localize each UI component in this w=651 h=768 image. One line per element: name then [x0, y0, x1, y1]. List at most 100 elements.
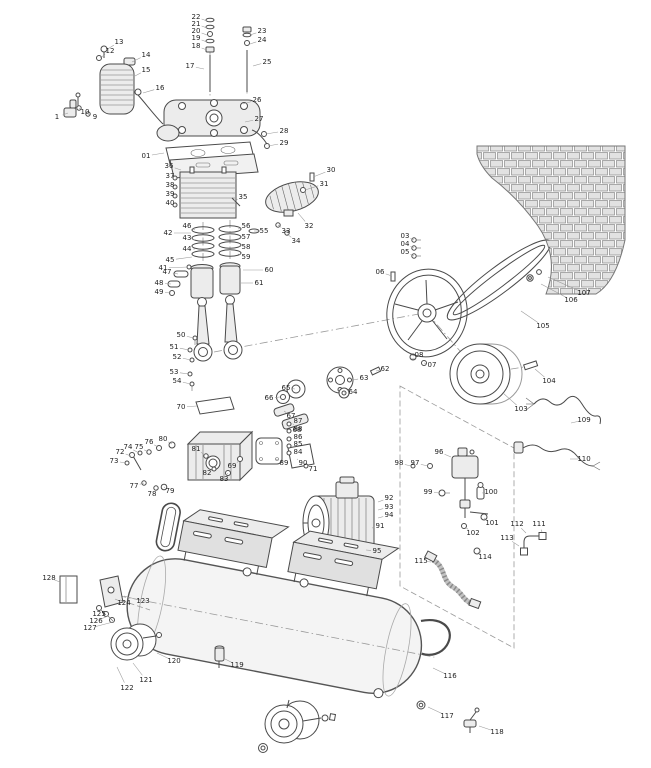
part-label-49: 49: [155, 288, 164, 296]
leader-line-99: [433, 492, 441, 494]
part-label-84: 84: [294, 448, 303, 456]
breather-tube: [231, 197, 241, 207]
leader-line-10: [78, 107, 81, 109]
part-label-111: 111: [532, 520, 545, 528]
part-label-50: 50: [177, 331, 186, 339]
part-label-18: 18: [192, 42, 201, 50]
part-label-123: 123: [136, 597, 149, 605]
drive-flange: [326, 366, 382, 399]
part-label-73: 73: [110, 457, 119, 465]
leader-line-72: [125, 453, 132, 457]
cover-gasket: [287, 443, 315, 469]
part-label-67: 67: [287, 412, 296, 420]
leader-line-03: [410, 238, 415, 241]
part-label-32: 32: [305, 222, 314, 230]
leader-line-19: [201, 39, 208, 43]
leader-line-68: [292, 423, 294, 426]
rod-hardware: [187, 335, 198, 391]
cylinder-block: [172, 166, 241, 219]
part-label-19: 19: [192, 34, 201, 42]
part-label-55: 55: [260, 227, 269, 235]
part-label-126: 126: [89, 617, 103, 625]
part-label-107: 107: [577, 289, 590, 297]
connecting-rod-left: [193, 297, 213, 362]
part-label-119: 119: [230, 661, 243, 669]
shaft-key: [369, 366, 382, 376]
breather-elbow: [237, 456, 243, 462]
dipstick: [132, 455, 142, 471]
part-label-64: 64: [349, 388, 358, 396]
leader-line-54: [182, 381, 192, 385]
leader-line-111: [540, 529, 543, 533]
leader-line-20: [201, 32, 208, 36]
part-label-91: 91: [376, 522, 385, 530]
part-label-54: 54: [173, 377, 182, 385]
part-label-88: 88: [294, 425, 303, 433]
part-label-47: 47: [163, 268, 172, 276]
part-label-29: 29: [280, 139, 289, 147]
drain-plug: [416, 700, 426, 710]
part-label-110: 110: [577, 455, 590, 463]
leader-line-26: [242, 101, 252, 105]
part-label-93: 93: [385, 503, 394, 511]
part-label-20: 20: [192, 27, 201, 35]
part-label-66: 66: [265, 394, 274, 402]
leader-line-116: [432, 667, 445, 674]
leader-line-90: [296, 458, 299, 460]
leader-line-13: [105, 44, 115, 51]
leader-line-69: [236, 460, 240, 463]
air-tank: [118, 502, 451, 699]
leader-line-87: [289, 422, 293, 425]
braided-hose: [424, 550, 482, 610]
part-label-86: 86: [294, 433, 303, 441]
leader-line-74: [133, 449, 140, 454]
cooler-outlet: [134, 88, 142, 96]
wheel-center: [258, 699, 337, 753]
leader-line-24: [249, 41, 257, 45]
head-fitting: [261, 131, 267, 137]
part-label-01: 01: [142, 152, 151, 160]
part-label-05: 05: [401, 248, 410, 256]
part-label-103: 103: [514, 405, 527, 413]
air-filter-silencer: [265, 172, 319, 236]
part-label-25: 25: [263, 58, 272, 66]
belt-guard-grille: [476, 145, 626, 295]
part-label-65: 65: [282, 384, 291, 392]
head-bolt-stacks: [205, 17, 252, 92]
part-label-72: 72: [116, 448, 125, 456]
part-label-35: 35: [239, 193, 248, 201]
part-label-79: 79: [166, 487, 175, 495]
leader-line-15: [134, 72, 141, 77]
leader-line-77: [139, 482, 145, 485]
part-label-127: 127: [83, 624, 96, 632]
leader-line-80: [168, 441, 173, 445]
guard-washer: [536, 269, 542, 275]
leader-line-109: [570, 421, 579, 424]
leader-line-27: [244, 119, 254, 123]
part-label-45: 45: [166, 256, 175, 264]
tank-baseplate-front: [177, 509, 290, 575]
leader-line-112: [521, 528, 527, 534]
part-label-76: 76: [145, 438, 154, 446]
leader-line-63: [352, 378, 359, 381]
part-label-102: 102: [466, 529, 479, 537]
part-label-07: 07: [428, 361, 437, 369]
leader-line-123: [123, 595, 138, 600]
leader-line-36: [174, 167, 182, 171]
leader-line-28: [265, 131, 279, 135]
leader-line-82: [211, 467, 214, 470]
part-label-106: 106: [564, 296, 578, 304]
part-label-74: 74: [124, 443, 133, 451]
part-label-1: 1: [55, 113, 59, 121]
leader-line-119: [224, 658, 232, 663]
part-label-78: 78: [148, 490, 157, 498]
connecting-rod-right: [223, 295, 243, 360]
leader-line-31: [304, 185, 319, 191]
part-label-118: 118: [490, 728, 503, 736]
pulley-key: [523, 360, 539, 371]
part-label-43: 43: [183, 234, 192, 242]
part-label-03: 03: [401, 232, 410, 240]
leader-line-102: [464, 526, 469, 530]
leader-line-52: [182, 357, 192, 361]
